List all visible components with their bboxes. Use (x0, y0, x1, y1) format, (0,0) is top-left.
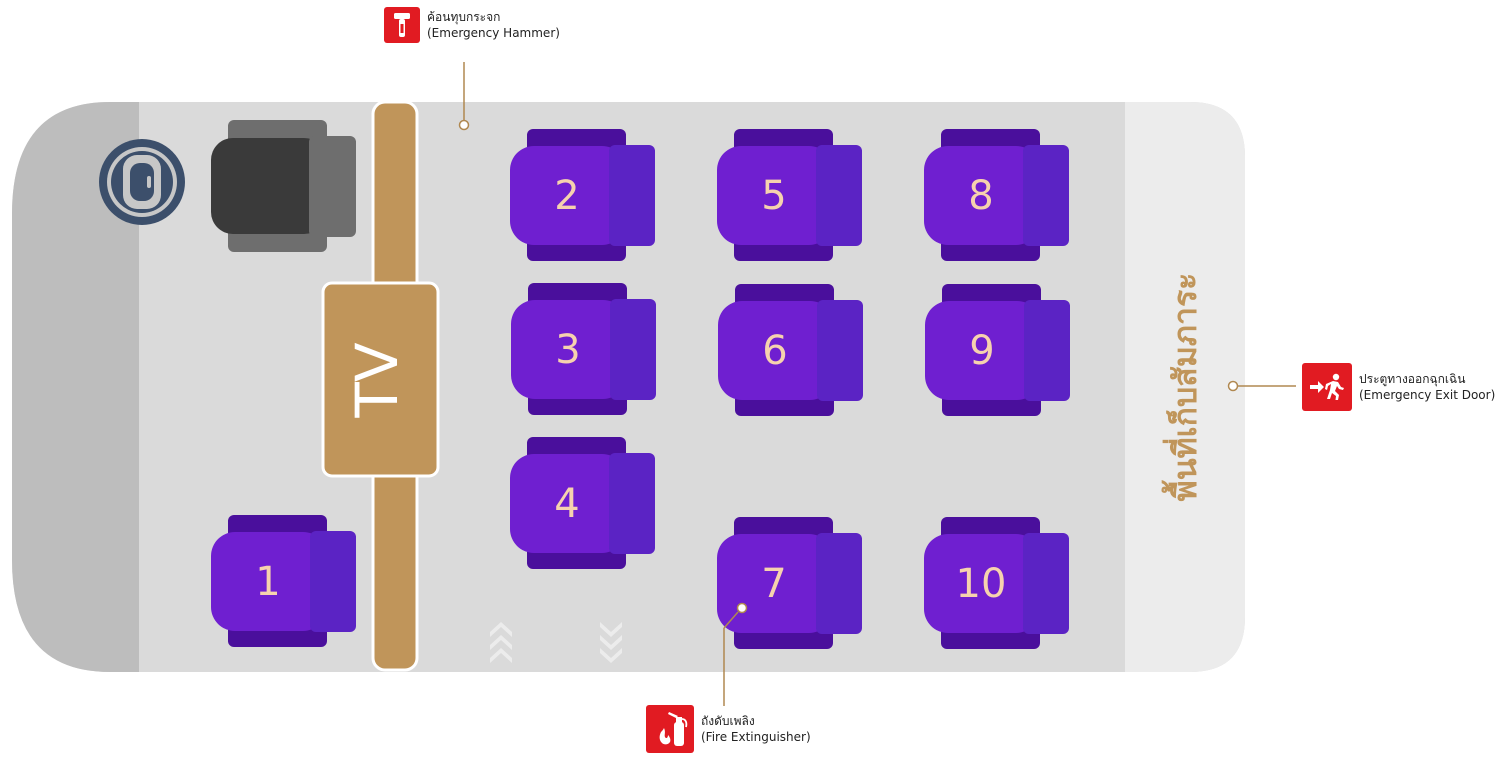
luggage-area-label: พื้นที่เก็บสัมภาระ (1161, 273, 1204, 502)
emergency-exit-icon (1302, 363, 1352, 411)
seat-number: 6 (762, 328, 787, 374)
seat-9: 9 (925, 284, 1070, 416)
seat-4: 4 (510, 437, 655, 569)
extinguisher-leader-line (723, 602, 748, 706)
passenger-seats: 1 2 3 4 5 6 7 8 9 10 (211, 129, 1070, 649)
tv-divider (321, 100, 440, 672)
seat-7: 7 (717, 517, 862, 649)
aisle-arrows-up-icon (490, 622, 512, 663)
seat-number: 4 (554, 481, 579, 527)
aisle-arrows-down-icon (600, 622, 622, 663)
hammer-title: ค้อนทุบกระจก (427, 10, 501, 24)
seat-number: 7 (761, 561, 786, 607)
tv-label: TV (343, 342, 411, 418)
steering-wheel-icon (99, 139, 185, 225)
fire-extinguisher-icon (646, 705, 694, 753)
extinguisher-title: ถังดับเพลิง (701, 714, 755, 728)
seat-number: 9 (969, 328, 994, 374)
seat-10: 10 (924, 517, 1069, 649)
exit-title: ประตูทางออกฉุกเฉิน (1359, 372, 1466, 386)
seat-6: 6 (718, 284, 863, 416)
extinguisher-subtitle: (Fire Extinguisher) (701, 730, 811, 744)
driver-seat (211, 120, 356, 252)
exit-leader-line (1227, 380, 1296, 392)
seat-2: 2 (510, 129, 655, 261)
emergency-hammer-icon (384, 7, 420, 43)
seat-number: 10 (956, 561, 1007, 607)
seat-1: 1 (211, 515, 356, 647)
seat-number: 5 (761, 173, 786, 219)
seat-number: 1 (255, 559, 280, 605)
seat-number: 8 (968, 173, 993, 219)
seat-number: 2 (554, 173, 579, 219)
seat-3: 3 (511, 283, 656, 415)
exit-subtitle: (Emergency Exit Door) (1359, 388, 1496, 402)
seat-5: 5 (717, 129, 862, 261)
hammer-subtitle: (Emergency Hammer) (427, 26, 560, 40)
hammer-callout: ค้อนทุบกระจก (Emergency Hammer) (384, 7, 560, 43)
luggage-area (1125, 102, 1245, 672)
extinguisher-callout: ถังดับเพลิง (Fire Extinguisher) (646, 705, 811, 753)
exit-callout: ประตูทางออกฉุกเฉิน (Emergency Exit Door) (1302, 363, 1495, 411)
seat-8: 8 (924, 129, 1069, 261)
seat-number: 3 (555, 327, 580, 373)
hammer-leader-line (458, 62, 470, 131)
